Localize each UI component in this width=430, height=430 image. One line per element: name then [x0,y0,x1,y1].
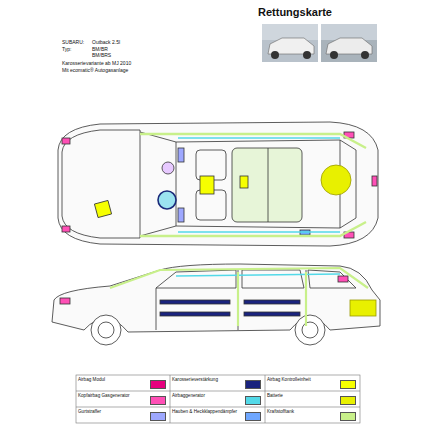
legend-swatch [150,412,166,421]
info-text: Mit ecomatic® Autogasanlage [62,68,128,74]
legend-text: Kopfairbag Gasgenerator [78,393,130,398]
legend-table [76,375,360,423]
legend-text: Airbag Kontrolleinheit [267,377,311,382]
info-text: BM/BRS [92,53,111,59]
car-photo [262,24,318,62]
info-text: Karosserievariante ab MJ 2010 [62,61,131,67]
side-view [52,264,380,345]
legend-swatch [150,380,166,389]
legend-text: Batterie [267,393,283,398]
legend-swatch [340,380,356,389]
info-text: Outback 2.5l [92,40,120,46]
car-photo [321,24,377,62]
legend-text: Gurtstraffer [78,409,101,414]
reinforcement-lines [140,134,366,236]
legend-swatch [245,412,261,421]
info-text: Typ: [62,47,71,53]
legend-swatch [340,412,356,421]
legend-text: Hauben & Heckklappendämpfer [172,409,237,414]
pillar-reinforcement [110,268,368,326]
legend-swatch [340,396,356,405]
legend-text: Karosserieverstärkung [172,377,218,382]
legend-text: Airbag Modul [78,377,105,382]
legend-swatch [245,380,261,389]
info-text: BM/BR [92,47,108,53]
title: Rettungskarte [258,6,332,18]
legend-text: Kraftstofftank [267,409,294,414]
top-view [58,122,378,246]
legend-swatch [245,396,261,405]
legend-text: Airbaggenerator [172,393,205,398]
legend-swatch [150,396,166,405]
info-text: SUBARU: [62,40,84,46]
